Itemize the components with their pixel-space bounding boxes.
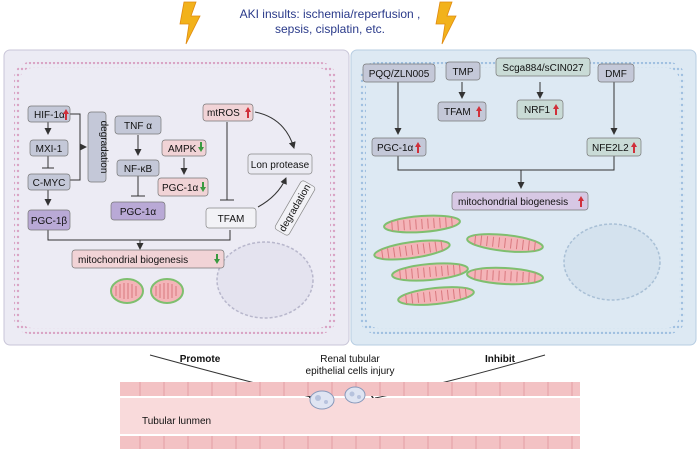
header-title-line1: AKI insults: ischemia/reperfusion , [240, 7, 421, 21]
ampk-label: AMPK [168, 144, 197, 155]
tmp-label: TMP [452, 67, 473, 78]
nucleus [216, 241, 314, 319]
tfam-left-label: TFAM [218, 214, 245, 225]
mitochondrion-icon [150, 278, 184, 304]
mitochondrion-icon [383, 214, 461, 234]
down-arrow-icon [198, 142, 204, 152]
tfam-right-label: TFAM [444, 107, 471, 118]
pgc-1a-purple-label: PGC-1α [120, 207, 157, 218]
lon-protease-label: Lon protease [251, 160, 310, 171]
mitochondrion-icon [397, 286, 475, 306]
up-arrow-icon [553, 104, 559, 115]
up-arrow-icon [631, 142, 637, 153]
pgc-1a-right-label: PGC-1α [377, 143, 414, 154]
dmf-label: DMF [605, 69, 627, 80]
up-arrow-icon [63, 109, 69, 120]
mtros-label: mtROS [207, 108, 240, 119]
up-arrow-icon [415, 142, 421, 153]
nfe2l2-label: NFE2L2 [592, 143, 629, 154]
scga884-label: Scga884/sCIN027 [502, 63, 584, 74]
up-arrow-icon [476, 106, 482, 117]
lightning-bolt-icon [179, 1, 201, 45]
pgc-1b-label: PGC-1β [31, 216, 68, 227]
mitochondrion-icon [110, 278, 144, 304]
inhibit-label: Inhibit [485, 354, 516, 365]
mito-bio-right-label: mitochondrial biogenesis [458, 197, 568, 208]
nucleus [563, 223, 661, 301]
injured-cell-icon [344, 386, 366, 404]
injury-label-line2: epithelial cells injury [306, 366, 395, 377]
mitochondrion-icon [466, 233, 544, 253]
c-myc-label: C-MYC [33, 178, 66, 189]
down-arrow-icon [200, 182, 206, 192]
injured-cell-icon [309, 390, 335, 410]
mitochondrion-icon [373, 239, 451, 261]
pgc-1a-down-label: PGC-1α [162, 183, 199, 194]
injury-label-line1: Renal tubular [320, 354, 380, 365]
up-arrow-icon [245, 107, 251, 118]
nf-kb-label: NF-κB [124, 164, 153, 175]
mitochondrion-icon [466, 266, 544, 286]
degradation-left-label: degradation [98, 121, 109, 174]
right-mitochondria-group [373, 214, 544, 306]
pqq-zln005-label: PQQ/ZLN005 [369, 69, 430, 80]
up-arrow-icon [578, 196, 584, 207]
nrf1-label: NRF1 [524, 105, 551, 116]
down-arrow-icon [214, 254, 220, 264]
promote-label: Promote [180, 354, 221, 365]
mxi-1-label: MXI-1 [36, 144, 63, 155]
hif-1a-label: HIF-1α [34, 110, 65, 121]
tubular-lumen-label: Tubular lunmen [142, 416, 211, 427]
tnf-a-label: TNF α [124, 121, 152, 132]
lightning-bolt-icon [435, 1, 457, 45]
header-title-line2: sepsis, cisplatin, etc. [275, 22, 385, 36]
mito-bio-left-label: mitochondrial biogenesis [78, 255, 188, 266]
mitochondrion-icon [391, 262, 469, 282]
